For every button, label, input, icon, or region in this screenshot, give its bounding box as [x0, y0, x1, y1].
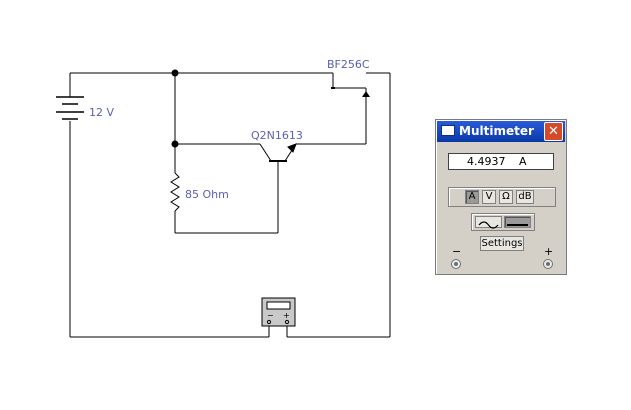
junction-dot [171, 140, 179, 148]
junction-dot [171, 69, 179, 77]
resistor-label: 85 Ohm [185, 188, 229, 201]
meter-minus: − [267, 311, 274, 320]
window-icon [441, 125, 455, 136]
meter-plus: + [283, 311, 290, 320]
decibel-mode-button[interactable]: dB [516, 190, 534, 204]
reading-unit: A [519, 155, 527, 168]
battery-label: 12 V [89, 106, 114, 119]
jfet-symbol [331, 87, 370, 97]
dc-mode-button[interactable] [504, 216, 531, 228]
voltmeter-mode-button[interactable]: V [482, 190, 496, 204]
positive-terminal-label: + [544, 245, 554, 258]
sine-wave-icon [478, 221, 499, 229]
negative-terminal[interactable] [451, 259, 461, 269]
ohmmeter-mode-button[interactable]: Ω [499, 190, 513, 204]
wires [69, 72, 391, 338]
window-title: Multimeter [459, 124, 534, 138]
jfet-label: BF256C [327, 58, 370, 71]
reading-value: 4.4937 [467, 155, 506, 168]
reading-display: 4.4937 A [448, 153, 554, 170]
settings-button[interactable]: Settings [480, 236, 524, 251]
battery-symbol [56, 96, 84, 120]
multimeter-window[interactable]: Multimeter ✕ 4.4937 A A V Ω dB Settings … [435, 119, 567, 275]
bjt-label: Q2N1613 [251, 129, 303, 142]
coupling-selector [471, 213, 535, 231]
ac-mode-button[interactable] [475, 216, 502, 229]
ammeter-mode-button[interactable]: A [465, 190, 479, 204]
dc-line-icon [507, 224, 528, 226]
positive-terminal[interactable] [543, 259, 553, 269]
resistor-symbol [170, 172, 180, 212]
close-button[interactable]: ✕ [544, 122, 563, 141]
bjt-symbol [259, 143, 297, 162]
meter-icon[interactable]: − + [261, 297, 296, 327]
negative-terminal-label: − [452, 245, 462, 258]
multimeter-titlebar[interactable]: Multimeter ✕ [437, 121, 565, 142]
mode-selector: A V Ω dB [448, 187, 556, 207]
